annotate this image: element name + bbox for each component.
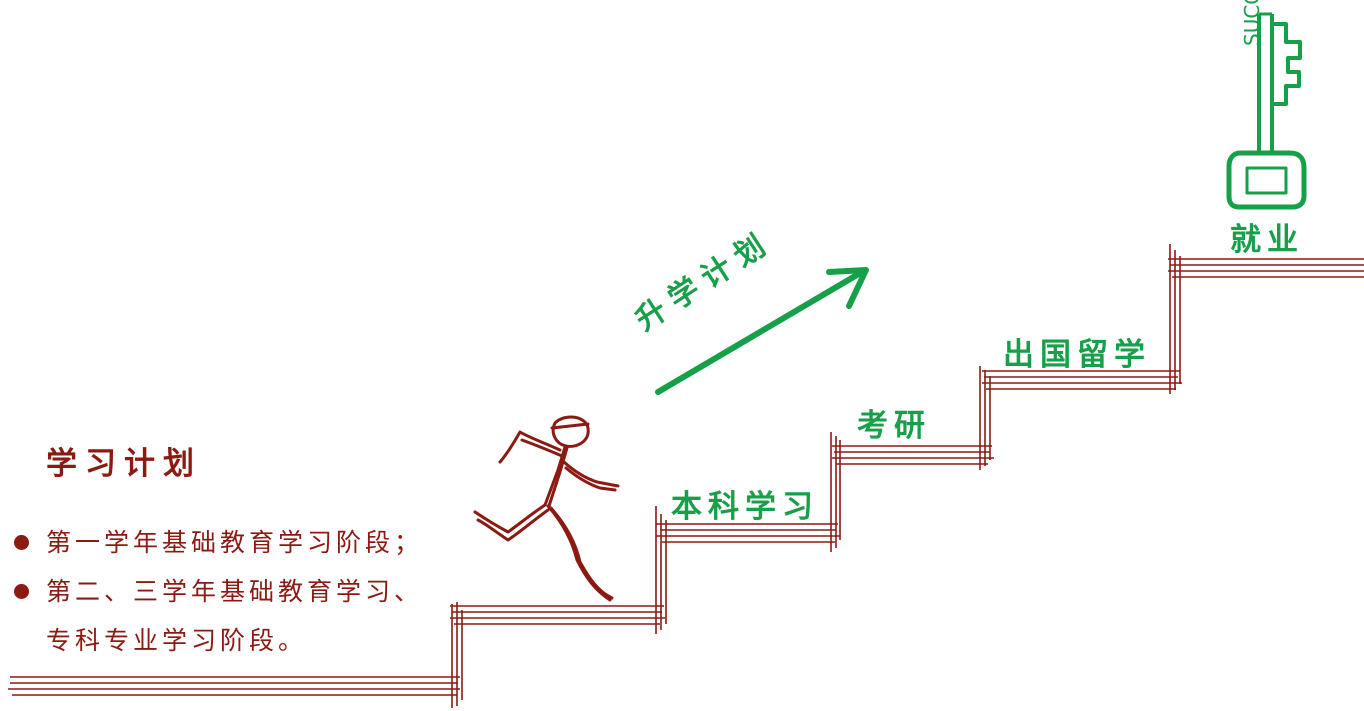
- plan-bullet-list: 第一学年基础教育学习阶段； 第二、三学年基础教育学习、 专科专业学习阶段。: [14, 518, 423, 665]
- step-label-undergrad: 本科学习: [671, 481, 819, 526]
- plan-bullet-text: 第二、三学年基础教育学习、 专科专业学习阶段。: [46, 577, 423, 655]
- plan-title: 学习计划: [46, 438, 202, 483]
- plan-bullet-1: 第一学年基础教育学习阶段；: [14, 518, 423, 567]
- plan-bullet-text: 第一学年基础教育学习阶段；: [46, 528, 423, 557]
- step-label-employment: 就业: [1230, 214, 1304, 259]
- key-success-text: SUCCESS: [1240, 0, 1264, 46]
- step-label-grad-exam: 考研: [857, 400, 931, 445]
- step-label-study-abroad: 出国留学: [1003, 329, 1151, 374]
- plan-bullet-2: 第二、三学年基础教育学习、 专科专业学习阶段。: [14, 567, 423, 665]
- bullet-dot-icon: [14, 535, 29, 550]
- running-figure-icon: [475, 417, 618, 600]
- bullet-dot-icon: [14, 584, 29, 599]
